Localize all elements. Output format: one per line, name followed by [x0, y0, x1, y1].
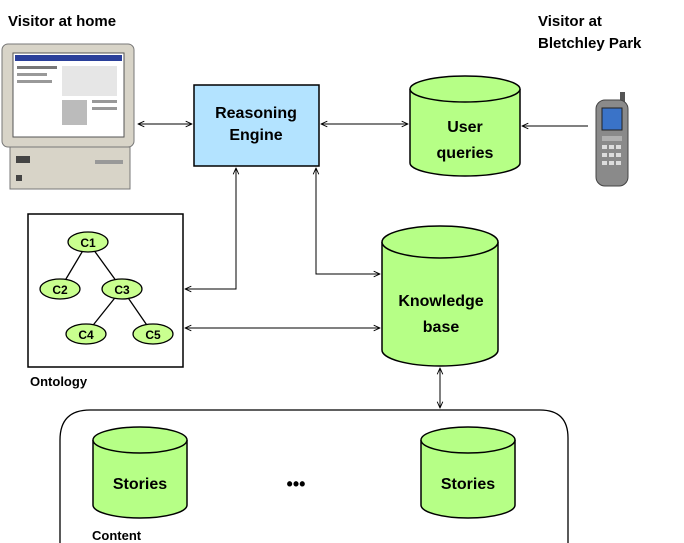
knowledge-base-cylinder: Knowledge base: [381, 225, 499, 367]
ontology-node-label: C3: [114, 283, 130, 297]
computer-icon: [1, 43, 135, 190]
connectors: [138, 124, 588, 408]
stories-right-label: Stories: [441, 476, 495, 493]
arrow-engine-knowledge: [316, 168, 380, 274]
knowledge-label-line2: base: [423, 319, 460, 336]
ontology-node-c4: C4: [65, 323, 107, 345]
visitor-park-label-line2: Bletchley Park: [538, 35, 642, 52]
ontology-node-c1: C1: [67, 231, 109, 253]
ellipsis-dots: •••: [287, 474, 306, 494]
ontology-node-label: C2: [52, 283, 68, 297]
ontology-node-label: C1: [80, 236, 96, 250]
user-queries-cylinder: User queries: [409, 75, 521, 177]
user-queries-label-line2: queries: [437, 145, 494, 162]
stories-cylinder-left: Stories: [92, 426, 188, 519]
ontology-node-label: C5: [145, 328, 161, 342]
ontology-node-label: C4: [78, 328, 94, 342]
ontology-box: C1 C2 C3 C4 C5: [27, 213, 184, 368]
stories-cylinder-right: Stories: [420, 426, 516, 519]
content-region: [59, 409, 569, 543]
reasoning-label-line1: Reasoning: [215, 105, 297, 122]
reasoning-label-line2: Engine: [229, 127, 282, 144]
visitor-home-label: Visitor at home: [8, 13, 116, 30]
reasoning-engine-box: Reasoning Engine: [193, 84, 320, 167]
mobile-phone-icon: [595, 92, 629, 187]
knowledge-label-line1: Knowledge: [398, 293, 483, 310]
content-label: Content: [92, 528, 142, 543]
user-queries-label-line1: User: [447, 119, 483, 136]
ontology-label: Ontology: [30, 374, 88, 389]
ontology-node-c3: C3: [101, 278, 143, 300]
visitor-park-label-line1: Visitor at: [538, 13, 602, 30]
ontology-node-c2: C2: [39, 278, 81, 300]
arrow-ontology-engine: [185, 168, 236, 289]
stories-left-label: Stories: [113, 476, 167, 493]
ontology-node-c5: C5: [132, 323, 174, 345]
